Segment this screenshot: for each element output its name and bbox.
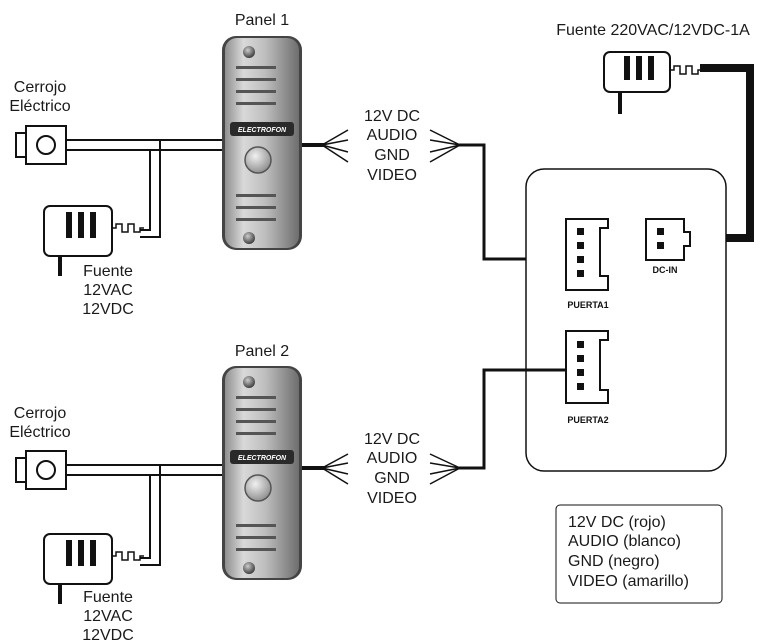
door-panel-2: ELECTROFON	[222, 366, 302, 580]
wire2-gnd: GND	[374, 470, 410, 487]
wire2-12vdc: 12V DC	[364, 431, 420, 448]
psu2-label-line3: 12VDC	[82, 627, 134, 644]
main-psu-label: Fuente 220VAC/12VDC-1A	[556, 22, 750, 39]
puerta2-connector-icon	[565, 330, 609, 404]
psu2-label-line1: Fuente	[83, 589, 133, 606]
lock1-label-line1: Cerrojo	[14, 79, 67, 96]
panel1-title: Panel 1	[235, 12, 289, 29]
dc-in-connector-icon	[645, 218, 691, 261]
psu2-label-line2: 12VAC	[83, 608, 133, 625]
door-panel-1: ELECTROFON	[222, 36, 302, 250]
wire1-video: VIDEO	[367, 167, 417, 184]
electric-lock-1-icon	[15, 125, 67, 165]
puerta2-label: PUERTA2	[567, 415, 608, 425]
screw-icon	[243, 232, 255, 244]
psu1-label-line3: 12VDC	[82, 301, 134, 318]
legend-item-gnd: GND (negro)	[568, 553, 660, 570]
psu1-label-line2: 12VAC	[83, 282, 133, 299]
screw-icon	[243, 376, 255, 388]
wire1-audio: AUDIO	[367, 127, 418, 144]
power-adapter-1-icon	[43, 205, 144, 276]
screw-icon	[243, 46, 255, 58]
electric-lock-2-icon	[15, 450, 67, 490]
dc-in-label: DC-IN	[653, 265, 678, 275]
legend-item-video: VIDEO (amarillo)	[568, 573, 689, 590]
lock2-label-line2: Eléctrico	[9, 424, 70, 441]
puerta1-label: PUERTA1	[567, 300, 608, 310]
panel1-brand: ELECTROFON	[238, 127, 287, 134]
wire-color-legend	[555, 504, 723, 604]
wire1-12vdc: 12V DC	[364, 108, 420, 125]
lock1-label-line2: Eléctrico	[9, 98, 70, 115]
legend-item-12vdc: 12V DC (rojo)	[568, 514, 666, 531]
panel2-title: Panel 2	[235, 343, 289, 360]
wire2-audio: AUDIO	[367, 450, 418, 467]
call-button-icon	[244, 146, 272, 174]
legend-item-audio: AUDIO (blanco)	[568, 533, 681, 550]
psu1-label-line1: Fuente	[83, 263, 133, 280]
screw-icon	[243, 562, 255, 574]
monitor-unit	[525, 168, 727, 472]
call-button-icon	[244, 474, 272, 502]
lock2-label-line1: Cerrojo	[14, 405, 67, 422]
wire2-video: VIDEO	[367, 490, 417, 507]
puerta1-connector-icon	[565, 218, 609, 291]
main-power-adapter-icon	[603, 51, 702, 114]
panel2-brand: ELECTROFON	[238, 455, 287, 462]
wire1-gnd: GND	[374, 147, 410, 164]
power-adapter-2-icon	[43, 533, 144, 604]
